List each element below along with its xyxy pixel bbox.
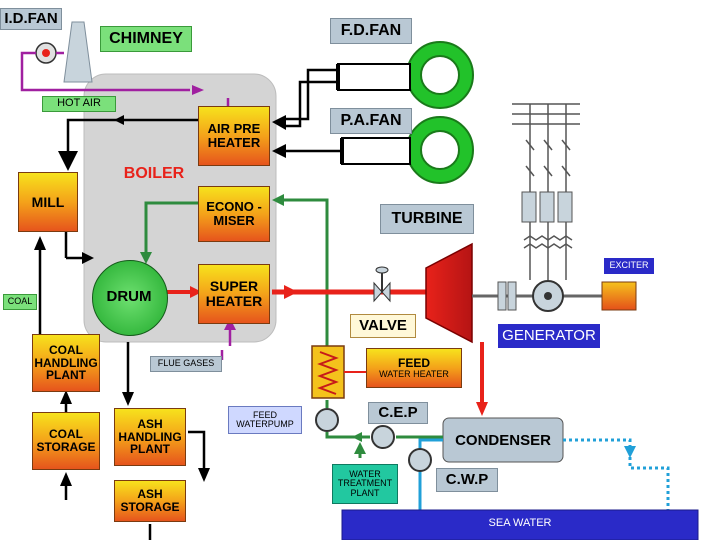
mill-box: MILL [18,172,78,232]
feed-water-heater-label: FEED WATER HEATER [366,348,462,388]
sea-water-area [341,509,699,540]
water-econ-drum [144,201,198,258]
drum [92,260,168,336]
fd-fan-label: F.D.FAN [330,18,412,44]
air-pre-heater-box: AIR PRE HEATER [198,106,270,166]
coal-handling-box: COAL HANDLING PLANT [32,334,100,392]
coal-storage-box: COAL STORAGE [32,412,100,470]
flue-path-top [20,51,190,92]
economiser-box: ECONO -MISER [198,186,270,242]
fwh-label-line2: WATER HEATER [379,368,449,379]
boiler-label: BOILER [123,164,185,182]
fd-fan-duct [337,63,411,91]
cep-pump-icon [371,425,395,449]
hot-air-line [58,118,198,171]
ash-storage-box: ASH STORAGE [114,480,186,522]
transformer-lines [512,103,580,280]
super-heater-box: SUPER HEATER [198,264,270,324]
chimney-label: CHIMNEY [100,26,192,52]
turbine-body [425,242,473,344]
coal-label: COAL [3,294,37,310]
sea-water-label: SEA WATER [488,517,552,530]
pa-fan-duct [341,137,411,165]
generator-label: GENERATOR [498,324,600,348]
cep-label: C.E.P [368,402,428,424]
flue-gases-label: FLUE GASES [150,356,222,372]
feed-pump-icon [315,408,339,432]
id-fan-label: I.D.FAN [0,8,62,30]
cwp-pump-icon [408,448,432,472]
chimney-stack [63,21,93,83]
pa-fan-label: P.A.FAN [330,108,412,134]
drum-label: DRUM [106,288,152,306]
water-fwh-econ [280,198,329,346]
turbine-label: TURBINE [380,204,474,234]
valve-label: VALVE [350,314,416,338]
hot-air-label: HOT AIR [42,96,116,112]
fwh-label-line1: FEED [397,355,430,370]
condenser-label: CONDENSER [455,432,551,450]
water-treatment-label: WATER TREATMENT PLANT [332,464,398,504]
cwp-label: C.W.P [436,468,498,492]
ash-handling-box: ASH HANDLING PLANT [114,408,186,466]
feed-water-pump-label: FEED WATERPUMP [228,406,302,434]
exciter-box [601,281,637,311]
valve-icon [373,266,391,303]
exciter-label: EXCITER [604,258,654,274]
cooling-water-line [563,438,670,510]
